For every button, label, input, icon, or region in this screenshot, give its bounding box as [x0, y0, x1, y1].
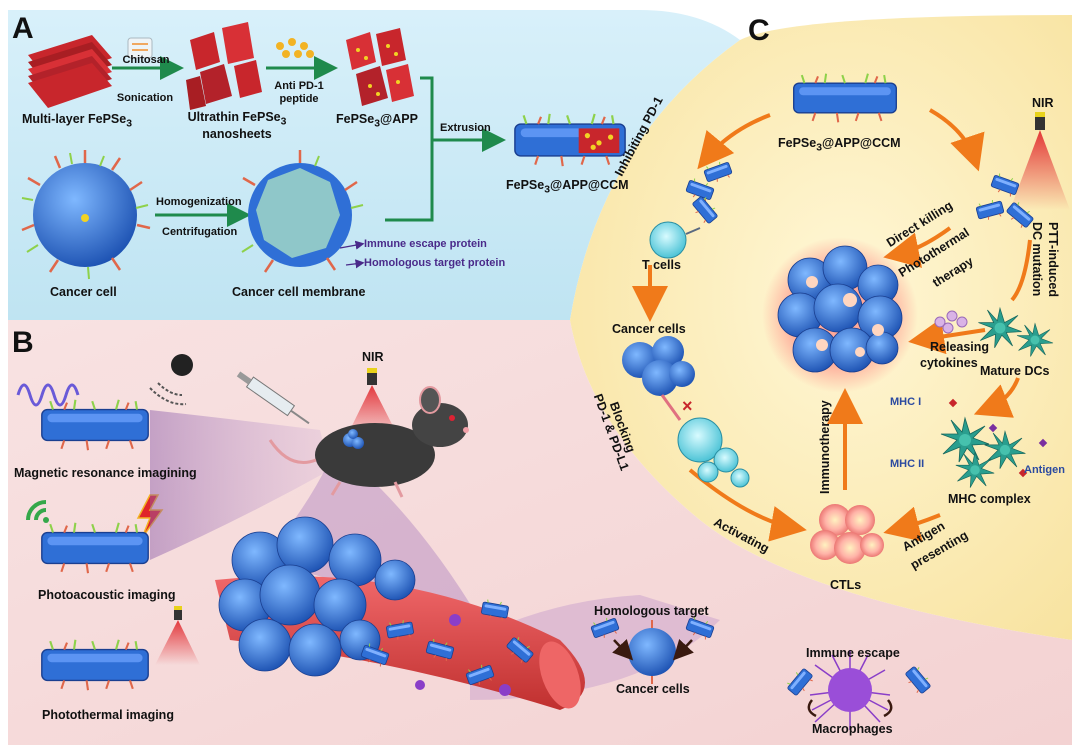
extrusion-label: Extrusion: [440, 122, 491, 134]
homologous-target-protein-label: Homologous target protein: [364, 257, 506, 269]
multilayer-stack-illustration: [28, 35, 112, 108]
anti-pd1-peptide-dots: [276, 38, 314, 58]
cancer-cell-label: Cancer cell: [50, 285, 117, 299]
sonication-label: Sonication: [116, 92, 174, 104]
cancer-cell-membrane-label: Cancer cell membrane: [232, 285, 366, 299]
cytokines-dots: [934, 310, 968, 334]
panel-b-cancer-cells-label: Cancer cells: [616, 682, 690, 696]
tumor-mass-illustration: [218, 516, 416, 677]
homologous-target-illustration: [589, 614, 716, 684]
tumor-illustration: [762, 237, 918, 393]
ctls-illustration: [810, 504, 884, 564]
wifi-icon: [26, 500, 49, 523]
immunotherapy-label: Immunotherapy: [818, 400, 832, 494]
t-cells-label: T cells: [642, 258, 681, 272]
syringe-icon: [236, 371, 310, 425]
macrophage-illustration: [784, 650, 934, 730]
nanosheets-label: nanosheets: [202, 127, 272, 141]
panel-c-letter: C: [748, 14, 770, 47]
mhc1-label: MHC I: [890, 396, 922, 408]
panel-b-letter: B: [12, 326, 34, 359]
fepse-app-illustration: [346, 28, 414, 106]
mhc-complex-label: MHC complex: [948, 492, 1031, 506]
anti-pd1-label: Anti PD-1: [274, 80, 324, 92]
peptide-label: peptide: [279, 93, 319, 105]
svg-text:×: ×: [682, 396, 693, 416]
panel-c-cancer-cells-illustration: [622, 336, 695, 396]
centrifugation-label: Centrifugation: [162, 226, 238, 238]
fepse-ccm-rod-illustration: [513, 112, 627, 168]
cytokines-label: cytokines: [920, 356, 978, 370]
blocking-pd1-illustration: ×: [660, 394, 750, 488]
sonication-icon: [127, 37, 153, 59]
ptt-induced-label: PTT-induced: [1046, 222, 1060, 297]
mri-wave-icon: [16, 383, 80, 407]
pai-label: Photoacoustic imaging: [38, 588, 176, 602]
releasing-label: Releasing: [930, 340, 990, 354]
mature-dcs-label: Mature DCs: [980, 364, 1050, 378]
immune-escape-label: Immune escape: [806, 646, 900, 660]
ultrathin-nanosheets-illustration: [186, 22, 262, 110]
ultrasound-transducer-icon: [149, 354, 193, 406]
homologous-target-label: Homologous target: [594, 604, 709, 618]
panel-a-letter: A: [12, 12, 34, 45]
chitosan-label: Chitosan: [122, 54, 170, 66]
panel-c-nir-label: NIR: [1032, 96, 1054, 110]
immune-escape-protein-label: Immune escape protein: [364, 238, 487, 250]
mouse-nir-label: NIR: [362, 350, 384, 364]
cancer-cell-membrane-illustration: [241, 150, 364, 273]
fepse-ccm-label: FePSe3@APP@CCM: [506, 178, 629, 196]
mhc-complex-illustration: [940, 398, 1048, 489]
multilayer-label: Multi-layer FePSe3: [22, 112, 132, 130]
ultrathin-label: Ultrathin FePSe3: [187, 110, 287, 128]
vessel-macrophages: [415, 614, 511, 696]
panel-c-fepse-ccm-label: FePSe3@APP@CCM: [778, 136, 901, 154]
ctls-label: CTLs: [830, 578, 862, 592]
pti-label: Photothermal imaging: [42, 708, 174, 722]
homogenization-label: Homogenization: [156, 196, 242, 208]
dc-mutation-label: DC mutation: [1030, 222, 1044, 297]
antigen-label: Antigen: [1024, 464, 1065, 476]
panel-c-cancer-cells-label: Cancer cells: [612, 322, 686, 336]
mri-label: Magnetic resonance imagining: [14, 466, 197, 480]
fepse-app-label: FePSe3@APP: [336, 112, 418, 130]
mouse-illustration: [268, 386, 469, 498]
imaging-funnel: [150, 410, 330, 560]
mhc2-label: MHC II: [890, 458, 925, 470]
pti-laser-icon: [155, 606, 200, 665]
macrophages-label: Macrophages: [812, 722, 893, 736]
cancer-cell-illustration: [21, 150, 151, 280]
t-cell-illustration: [649, 221, 701, 259]
panel-c-laser-icon: [1010, 112, 1070, 210]
